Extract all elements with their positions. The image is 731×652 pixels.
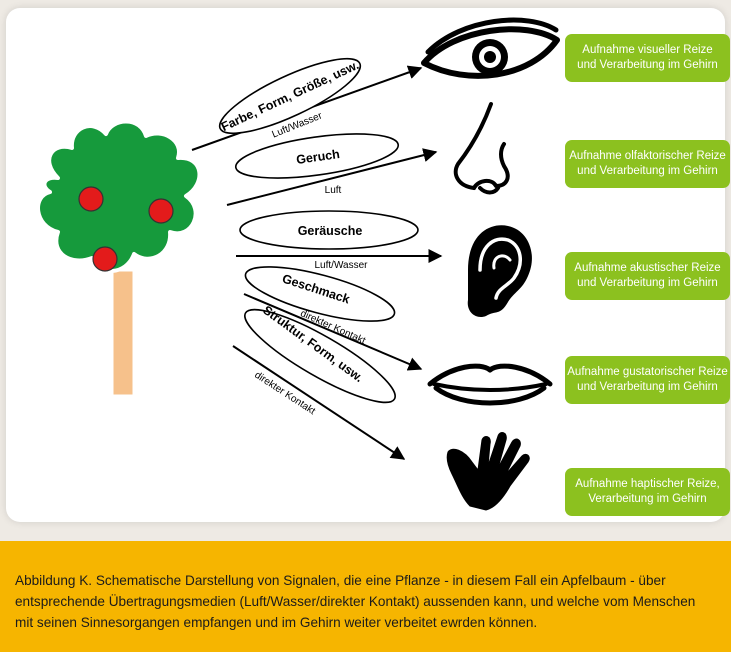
sense-box-visual-line1: Aufnahme visueller Reize <box>582 44 713 56</box>
sense-box-visual: Aufnahme visueller Reize und Verarbeitun… <box>565 34 730 82</box>
arrow-haptic <box>232 345 406 460</box>
signal-diagram: Farbe, Form, Größe, usw. Geruch Geräusch… <box>36 17 560 511</box>
sense-box-gustatory-line2: und Verarbeitung im Gehirn <box>577 381 718 393</box>
apple-tree-icon <box>36 119 202 398</box>
sense-box-haptic-line2: Verarbeitung im Gehirn <box>588 493 707 505</box>
eye-icon <box>421 17 560 79</box>
sense-box-haptic-line1: Aufnahme haptischer Reize, <box>575 478 720 490</box>
medium-label-5: direkter Kontakt <box>252 370 317 417</box>
sense-box-acoustic-line1: Aufnahme akustischer Reize <box>574 262 721 274</box>
apple-1 <box>78 186 104 212</box>
signal-ellipse-2 <box>234 133 400 179</box>
sense-box-acoustic: Aufnahme akustischer Reize und Verarbeit… <box>565 252 730 300</box>
arrow-olfactory <box>226 148 438 206</box>
signal-ellipse-3 <box>239 210 419 250</box>
apple-2 <box>148 198 174 224</box>
sense-box-olfactory: Aufnahme olfaktorischer Reize und Verarb… <box>565 140 730 188</box>
sense-box-gustatory-line1: Aufnahme gustatorischer Reize <box>567 366 728 378</box>
signal-label-3: Geräusche <box>298 224 363 238</box>
caption-text: Abbildung K. Schematische Darstellung vo… <box>15 573 696 630</box>
sense-box-olfactory-line2: und Verarbeitung im Gehirn <box>577 165 718 177</box>
sense-box-gustatory: Aufnahme gustatorischer Reize und Verarb… <box>565 356 730 404</box>
tree-trunk <box>110 268 136 398</box>
ear-icon <box>467 225 532 318</box>
hand-icon <box>446 432 530 511</box>
mouth-icon <box>427 363 553 406</box>
apple-3 <box>92 246 118 272</box>
sense-box-visual-line2: und Verarbeitung im Gehirn <box>577 59 718 71</box>
sense-box-acoustic-line2: und Verarbeitung im Gehirn <box>577 277 718 289</box>
signal-ellipse-4 <box>244 266 396 322</box>
sense-box-olfactory-line1: Aufnahme olfaktorischer Reize <box>569 150 726 162</box>
medium-label-3: Luft/Wasser <box>315 260 369 271</box>
figure-caption: Abbildung K. Schematische Darstellung vo… <box>0 541 731 652</box>
medium-label-2: Luft <box>325 185 342 196</box>
signal-label-2: Geruch <box>295 147 340 167</box>
nose-icon <box>453 102 510 195</box>
sense-box-haptic: Aufnahme haptischer Reize, Verarbeitung … <box>565 468 730 516</box>
signal-ellipse-1 <box>218 57 362 135</box>
tree-crown <box>36 119 202 273</box>
arrow-gustatory <box>243 293 423 371</box>
signal-ellipse-5 <box>244 308 396 404</box>
